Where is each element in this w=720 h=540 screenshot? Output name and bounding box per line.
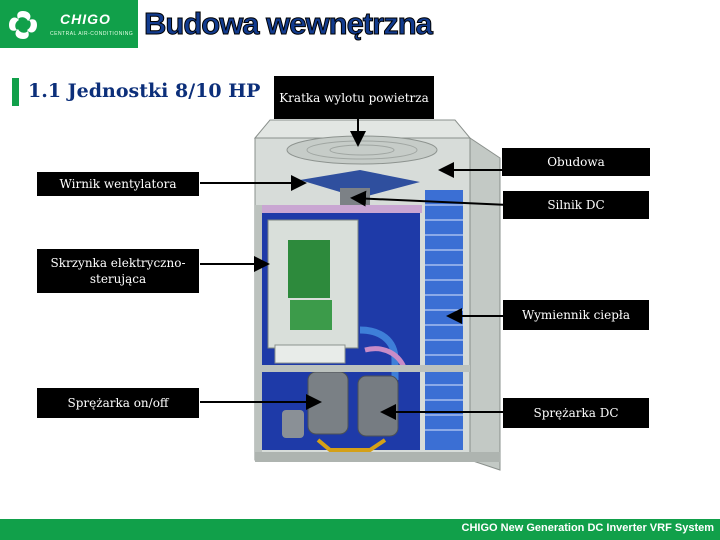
label-fan-impeller: Wirnik wentylatora xyxy=(37,172,199,196)
pcb-board xyxy=(288,240,330,298)
section-title: 1.1 Jednostki 8/10 HP xyxy=(28,80,261,102)
label-dc-motor: Silnik DC xyxy=(503,191,649,219)
label-onoff-compressor: Sprężarka on/off xyxy=(37,388,199,418)
casing-side xyxy=(469,137,501,471)
label-dc-compressor: Sprężarka DC xyxy=(503,398,649,428)
label-heat-exchanger: Wymiennik ciepła xyxy=(503,300,649,330)
brand-logo: CHIGO CENTRAL AIR-CONDITIONING xyxy=(0,0,138,48)
dc-motor xyxy=(340,188,370,206)
brand-name: CHIGO xyxy=(60,11,111,27)
fan-impeller xyxy=(300,170,420,198)
section-accent-bar xyxy=(12,78,19,106)
dc-compressor xyxy=(357,375,399,437)
label-control-box: Skrzynka elektryczno-sterująca xyxy=(37,249,199,293)
footer-bar: CHIGO New Generation DC Inverter VRF Sys… xyxy=(0,519,720,540)
fan-grille xyxy=(286,135,438,165)
footer-text: CHIGO New Generation DC Inverter VRF Sys… xyxy=(461,522,714,534)
chigo-logo-icon xyxy=(9,11,37,39)
leader-motor xyxy=(350,190,511,207)
label-air-outlet-grille: Kratka wylotu powietrza xyxy=(274,76,434,119)
page-title: Budowa wewnętrzna xyxy=(144,6,434,42)
label-casing: Obudowa xyxy=(502,148,650,176)
brand-subtitle: CENTRAL AIR-CONDITIONING xyxy=(50,31,134,37)
